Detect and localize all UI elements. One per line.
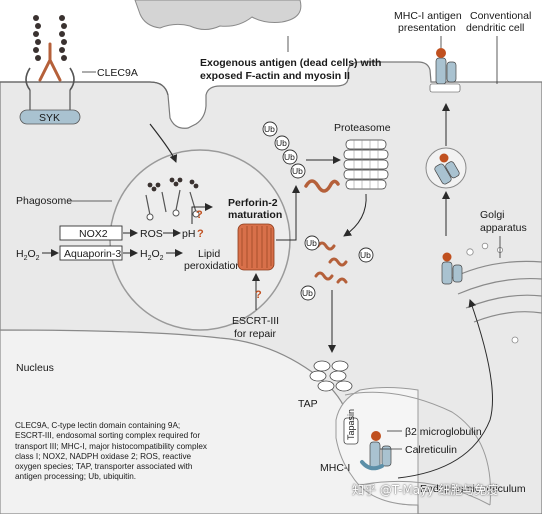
ub-free-2 bbox=[358, 247, 374, 263]
internalization-arrow bbox=[149, 123, 178, 163]
perforin-label-line1: Perforin-2 bbox=[228, 197, 278, 209]
ubiquitinated-antigen bbox=[304, 179, 340, 193]
proteasome bbox=[343, 139, 389, 190]
clec9a-receptor: SYK bbox=[19, 42, 81, 125]
proteasome-label: Proteasome bbox=[334, 122, 391, 134]
mhc1-label: MHC-I bbox=[320, 462, 350, 474]
golgi-label-line1: Golgi bbox=[480, 209, 505, 221]
er-membrane-inner bbox=[344, 391, 492, 506]
ph-label: pH bbox=[182, 228, 195, 240]
ub-chain-top: Ub Ub Ub Ub bbox=[262, 121, 306, 179]
ros-label: ROS bbox=[140, 228, 163, 240]
mhc-i-vesicle bbox=[434, 153, 460, 185]
escrt-question-mark: ? bbox=[255, 289, 262, 301]
phagosome-label: Phagosome bbox=[16, 195, 72, 207]
mhc-i-golgi bbox=[441, 252, 463, 285]
ub-label-6: Ub bbox=[360, 250, 371, 260]
mhc-presentation-line1: MHC-I antigen bbox=[394, 10, 462, 22]
aquaporin3-box bbox=[59, 245, 123, 261]
ub-free-1 bbox=[304, 235, 320, 251]
lipid-label-line1: Lipid bbox=[198, 248, 220, 260]
tap-transporter bbox=[309, 360, 353, 392]
perforin-label-line2: maturation bbox=[228, 209, 282, 221]
watermark-text: 知乎 @T-Mayy-细胞与免疫 bbox=[352, 483, 499, 497]
abbreviation-legend: CLEC9A, C-type lectin domain containing … bbox=[15, 421, 208, 482]
lipid-label-line2: peroxidation bbox=[184, 260, 241, 272]
perforin-2-pore bbox=[237, 223, 275, 271]
dead-cell-fragment bbox=[134, 0, 302, 30]
er-golgi-arrow bbox=[397, 299, 493, 479]
ub-label-3: Ub bbox=[284, 152, 295, 162]
mhc-i-surface bbox=[429, 48, 461, 93]
h2o2-left-label: H2O2 bbox=[16, 248, 40, 262]
ph-perforin-arrow bbox=[191, 203, 213, 224]
ub-label-7: Ub bbox=[302, 288, 313, 298]
b2m-label: β2 microglobulin bbox=[405, 426, 482, 438]
nucleus-label: Nucleus bbox=[16, 362, 54, 374]
nox2-box bbox=[59, 225, 123, 241]
mhc-presentation-line2: presentation bbox=[398, 22, 456, 34]
clec9a-label: CLEC9A bbox=[97, 67, 138, 79]
er-label: Endoplasmic reticulum bbox=[420, 483, 526, 495]
mhc-i-complex-er bbox=[360, 431, 392, 471]
actin-filaments bbox=[33, 15, 67, 61]
ub-label-4: Ub bbox=[292, 166, 303, 176]
er-membrane-outer bbox=[359, 480, 491, 506]
tap-label: TAP bbox=[298, 398, 318, 410]
aquaporin3-label: Aquaporin-3 bbox=[64, 248, 121, 260]
golgi-label-line2: apparatus bbox=[480, 222, 527, 234]
exogenous-label-line1: Exogenous antigen (dead cells) with bbox=[200, 57, 381, 69]
tapasin bbox=[343, 417, 359, 445]
syk-label: SYK bbox=[39, 112, 60, 124]
escrt-label-line2: for repair bbox=[234, 328, 277, 340]
perforin-export-arrow bbox=[276, 185, 300, 241]
tapasin-label: Tapasin bbox=[346, 409, 356, 440]
ub-label-1: Ub bbox=[264, 124, 275, 134]
proteasome-output-arrow bbox=[343, 193, 367, 237]
internalized-antigen bbox=[145, 177, 200, 221]
nox2-label: NOX2 bbox=[79, 228, 108, 240]
calreticulin-label: Calreticulin bbox=[405, 444, 457, 456]
ub-free-3 bbox=[300, 285, 316, 301]
peptide-fragments bbox=[314, 241, 348, 284]
escrt-label-line1: ESCRT-III bbox=[232, 315, 279, 327]
dendritic-cell-line1: Conventional bbox=[470, 10, 531, 22]
ub-label-2: Ub bbox=[276, 138, 287, 148]
h2o2-right-label: H2O2 bbox=[140, 248, 164, 262]
ph-question-mark: ? bbox=[197, 228, 204, 240]
exogenous-label-line2: exposed F-actin and myosin II bbox=[200, 70, 350, 82]
maturation-question-mark: ? bbox=[196, 209, 203, 221]
dendritic-cell-line2: dendritic cell bbox=[466, 22, 524, 34]
cell-membrane-top bbox=[0, 81, 169, 96]
ub-label-5: Ub bbox=[306, 238, 317, 248]
